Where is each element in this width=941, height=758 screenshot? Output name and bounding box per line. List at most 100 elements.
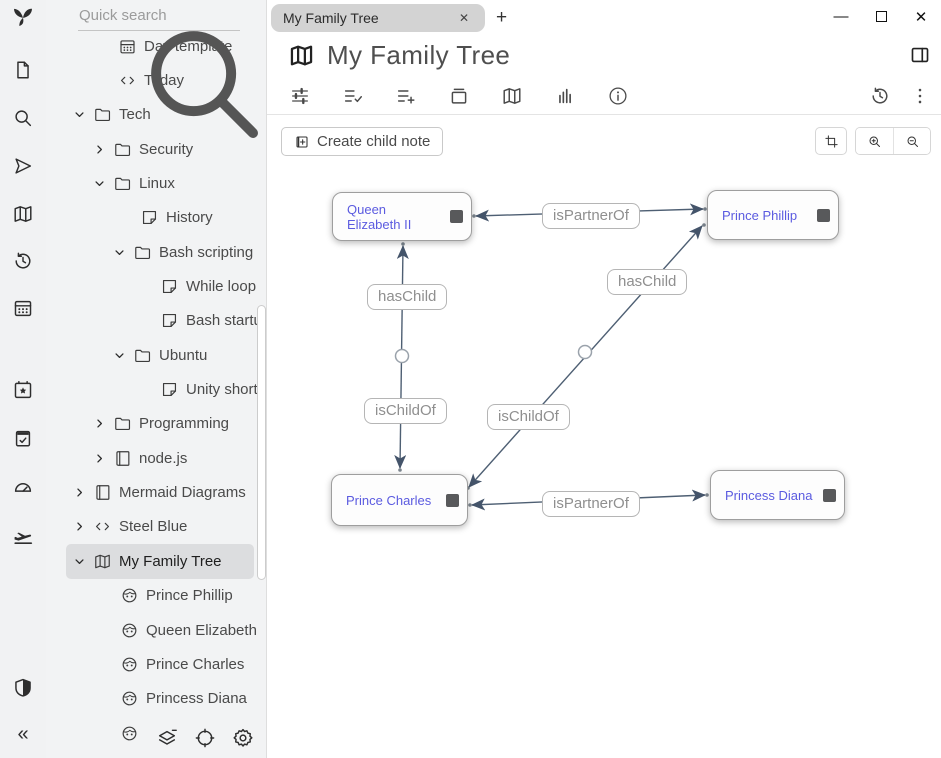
new-note-icon[interactable] bbox=[12, 59, 34, 81]
tree-item-bash-startup[interactable]: Bash startu bbox=[46, 304, 266, 338]
node-princess-diana[interactable]: Princess Diana bbox=[710, 470, 845, 520]
tree-item-programming[interactable]: Programming bbox=[46, 407, 266, 441]
search-icon bbox=[53, 8, 70, 25]
tree-item-ubuntu[interactable]: Ubuntu bbox=[46, 338, 266, 372]
node-queen-elizabeth[interactable]: Queen Elizabeth II bbox=[332, 192, 472, 241]
edge-label-ispartnerof-bottom: isPartnerOf bbox=[542, 491, 640, 517]
tree-item-bash-scripting[interactable]: Bash scripting bbox=[46, 235, 266, 269]
crop-reset-button[interactable] bbox=[815, 127, 847, 155]
gear-icon[interactable] bbox=[232, 727, 254, 749]
bookmarked-day-icon[interactable] bbox=[12, 379, 34, 401]
note-icon bbox=[140, 208, 159, 227]
target-icon[interactable] bbox=[194, 727, 216, 749]
layers-icon[interactable] bbox=[156, 727, 178, 749]
trilium-logo-icon[interactable] bbox=[12, 6, 34, 28]
tab-bar: My Family Tree ✕ + — ✕ bbox=[267, 0, 941, 33]
face-icon bbox=[120, 724, 139, 743]
ribbon-toolbar bbox=[267, 77, 941, 115]
face-icon bbox=[120, 655, 139, 674]
chevron-down-icon[interactable] bbox=[72, 554, 87, 569]
close-button[interactable]: ✕ bbox=[914, 8, 928, 26]
note-title[interactable]: My Family Tree bbox=[327, 39, 511, 70]
tree-scrollbar-thumb[interactable] bbox=[257, 305, 266, 580]
jump-to-note-icon[interactable] bbox=[12, 155, 34, 177]
tree-item-unity-shortcuts[interactable]: Unity short bbox=[46, 372, 266, 406]
relation-edges bbox=[394, 203, 709, 511]
node-prince-phillip[interactable]: Prince Phillip bbox=[707, 190, 839, 240]
node-prince-charles[interactable]: Prince Charles bbox=[331, 474, 468, 526]
map-button-row: Create child note bbox=[267, 115, 941, 156]
folder-icon bbox=[133, 346, 152, 365]
recent-changes-icon[interactable] bbox=[12, 250, 34, 272]
zoom-out-button[interactable] bbox=[893, 128, 930, 154]
folder-icon bbox=[133, 243, 152, 262]
quick-search-input[interactable]: Quick search bbox=[46, 0, 266, 36]
edge-label-haschild-right: hasChild bbox=[607, 269, 688, 295]
tree-item-while-loop[interactable]: While loop bbox=[46, 269, 266, 303]
relation-map-icon[interactable] bbox=[12, 203, 34, 225]
note-tree: Day template Today Tech Security Linux H… bbox=[46, 29, 266, 758]
tree-item-mermaid-diagrams[interactable]: Mermaid Diagrams bbox=[46, 475, 266, 509]
edge-label-haschild-left: hasChild bbox=[367, 284, 448, 310]
folder-icon bbox=[113, 174, 132, 193]
zoom-in-button[interactable] bbox=[856, 128, 893, 154]
sidebar-bottom-buttons bbox=[144, 720, 256, 756]
edge-label-ischildof-right: isChildOf bbox=[487, 404, 570, 430]
chevron-right-icon[interactable] bbox=[92, 416, 107, 431]
tab-close-icon[interactable]: ✕ bbox=[458, 11, 469, 25]
maximize-button[interactable] bbox=[861, 2, 901, 32]
protected-session-icon[interactable] bbox=[12, 677, 34, 699]
collapse-panel-button[interactable]: « bbox=[17, 723, 29, 745]
tree-item-prince-charles[interactable]: Prince Charles bbox=[46, 647, 266, 681]
node-resize-handle[interactable] bbox=[450, 210, 463, 223]
face-icon bbox=[120, 689, 139, 708]
chevron-down-icon[interactable] bbox=[112, 348, 127, 363]
minimize-button[interactable]: — bbox=[833, 8, 849, 25]
relation-map-graph: isPartnerOf hasChild isChildOf hasChild … bbox=[267, 0, 941, 758]
chevron-right-icon[interactable] bbox=[92, 451, 107, 466]
chevron-right-icon[interactable] bbox=[72, 519, 87, 534]
dashboard-icon[interactable] bbox=[12, 476, 34, 498]
search-underline bbox=[78, 30, 240, 31]
tree-item-history[interactable]: History bbox=[46, 201, 266, 235]
tree-item-tech[interactable]: Tech bbox=[46, 98, 266, 132]
chevron-down-icon[interactable] bbox=[112, 245, 127, 260]
task-list-icon[interactable] bbox=[12, 427, 34, 449]
relation-map-content: Create child note bbox=[267, 115, 941, 758]
code-icon bbox=[93, 517, 112, 536]
note-title-row: My Family Tree bbox=[267, 33, 941, 77]
tree-item-prince-phillip[interactable]: Prince Phillip bbox=[46, 579, 266, 613]
tree-item-today[interactable]: Today bbox=[46, 63, 266, 97]
chevron-down-icon[interactable] bbox=[92, 176, 107, 191]
tab-my-family-tree[interactable]: My Family Tree ✕ bbox=[271, 4, 485, 32]
book-icon bbox=[113, 449, 132, 468]
travel-log-icon[interactable] bbox=[12, 525, 34, 547]
node-resize-handle[interactable] bbox=[817, 208, 830, 222]
tree-item-princess-diana[interactable]: Princess Diana bbox=[46, 682, 266, 716]
quick-search-placeholder: Quick search bbox=[79, 7, 167, 24]
tree-item-steel-blue[interactable]: Steel Blue bbox=[46, 510, 266, 544]
chevron-right-icon[interactable] bbox=[72, 485, 87, 500]
book-icon bbox=[93, 483, 112, 502]
edge-midpoint-handle[interactable] bbox=[577, 344, 593, 360]
search-icon[interactable] bbox=[12, 107, 34, 129]
create-child-note-button[interactable]: Create child note bbox=[281, 127, 444, 156]
note-tree-sidebar: Quick search Day template Today Tech Sec… bbox=[46, 0, 267, 758]
window-controls: — ✕ bbox=[821, 2, 941, 32]
note-icon bbox=[160, 380, 179, 399]
tree-item-nodejs[interactable]: node.js bbox=[46, 441, 266, 475]
new-tab-button[interactable]: + bbox=[496, 6, 508, 28]
tree-item-linux[interactable]: Linux bbox=[46, 166, 266, 200]
tree-item-my-family-tree-selected[interactable]: My Family Tree bbox=[66, 544, 254, 579]
tree-item-queen-elizabeth[interactable]: Queen Elizabeth bbox=[46, 613, 266, 647]
maximize-icon bbox=[875, 11, 887, 22]
node-resize-handle[interactable] bbox=[823, 488, 836, 502]
main-panel: My Family Tree ✕ + — ✕ My Family Tree Cr… bbox=[267, 0, 941, 758]
edge-midpoint-handle[interactable] bbox=[394, 348, 410, 364]
launcher-bar: « bbox=[0, 0, 46, 758]
calendar-icon[interactable] bbox=[12, 297, 34, 319]
folder-icon bbox=[113, 414, 132, 433]
face-icon bbox=[120, 586, 139, 605]
node-resize-handle[interactable] bbox=[446, 493, 459, 507]
tree-item-security[interactable]: Security bbox=[46, 132, 266, 166]
